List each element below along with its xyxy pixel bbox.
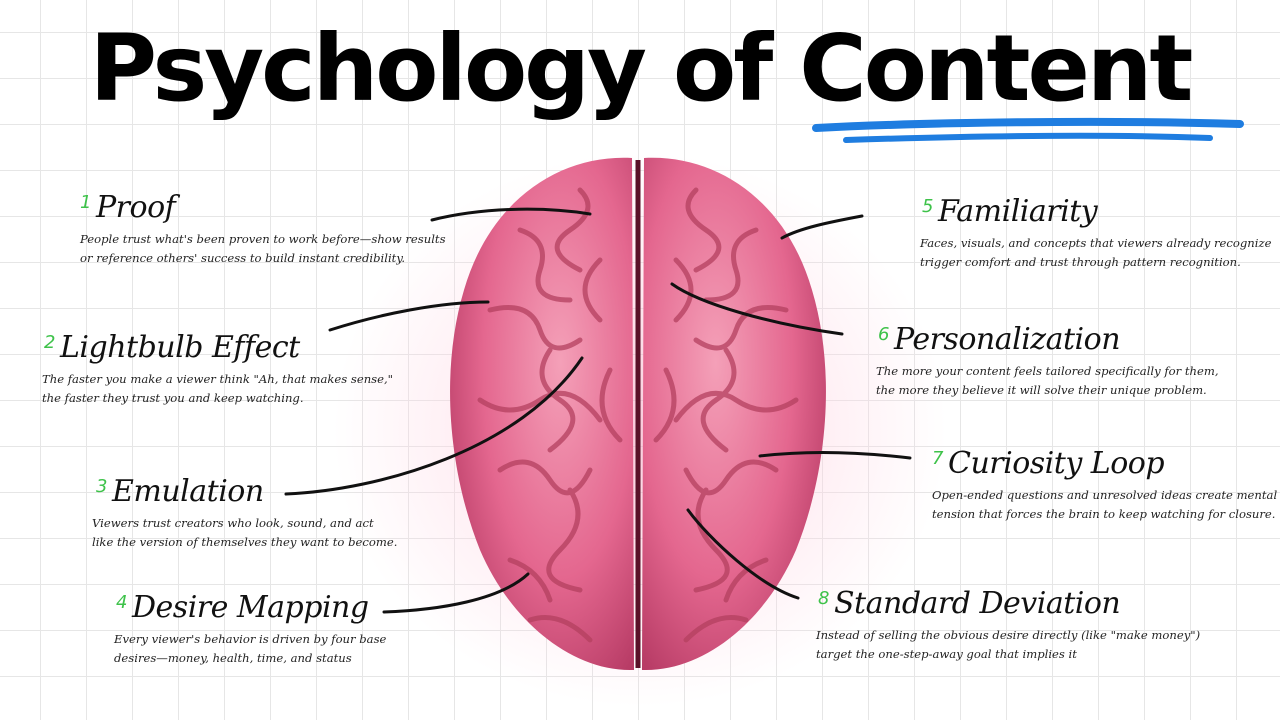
- item-description-line-2: or reference others' success to build in…: [80, 251, 406, 265]
- page-title: Psychology of Content: [89, 15, 1194, 122]
- item-description-line-1: Every viewer's behavior is driven by fou…: [114, 632, 387, 646]
- item-heading: Lightbulb Effect: [60, 330, 300, 365]
- item-number: 8: [818, 588, 830, 609]
- item-description-line-2: desires—money, health, time, and status: [114, 651, 352, 665]
- item-description-line-2: like the version of themselves they want…: [92, 535, 398, 549]
- item-familiarity: 5 Familiarity Faces, visuals, and concep…: [920, 192, 1271, 272]
- item-description-line-1: Faces, visuals, and concepts that viewer…: [920, 236, 1272, 250]
- item-description-line-1: People trust what's been proven to work …: [80, 232, 446, 246]
- item-description-line-2: tension that forces the brain to keep wa…: [932, 507, 1276, 521]
- connector-proof: [430, 207, 592, 222]
- item-heading: Emulation: [112, 474, 264, 509]
- item-description-line-1: The faster you make a viewer think "Ah, …: [42, 372, 394, 386]
- item-heading: Curiosity Loop: [948, 446, 1165, 481]
- item-number: 3: [96, 476, 108, 497]
- item-curiosity-loop: 7 Curiosity Loop Open-ended questions an…: [932, 444, 1277, 524]
- item-emulation: 3 Emulation Viewers trust creators who l…: [92, 472, 397, 552]
- item-description-line-2: the more they believe it will solve thei…: [876, 383, 1207, 397]
- item-description-line-2: the faster they trust you and keep watch…: [42, 391, 304, 405]
- title-underline: [812, 117, 1244, 143]
- item-number: 4: [116, 592, 128, 613]
- item-number: 2: [44, 332, 56, 353]
- connector-familiarity: [780, 214, 864, 240]
- item-heading: Desire Mapping: [132, 590, 369, 625]
- item-number: 7: [932, 448, 944, 469]
- connector-standard: [686, 508, 800, 600]
- item-heading: Standard Deviation: [834, 586, 1121, 621]
- item-heading: Familiarity: [938, 194, 1098, 229]
- item-description-line-1: Viewers trust creators who look, sound, …: [92, 516, 374, 530]
- item-description-line-1: The more your content feels tailored spe…: [876, 364, 1219, 378]
- connector-lightbulb: [328, 300, 490, 332]
- item-heading: Proof: [96, 190, 176, 225]
- connector-emulation: [284, 356, 584, 496]
- item-personalization: 6 Personalization The more your content …: [876, 320, 1219, 400]
- item-number: 1: [80, 192, 92, 213]
- brain-illustration: [450, 157, 826, 670]
- connector-personalization: [670, 282, 844, 336]
- item-desire-mapping: 4 Desire Mapping Every viewer's behavior…: [114, 588, 386, 668]
- connector-curiosity: [758, 450, 912, 460]
- item-description-line-1: Instead of selling the obvious desire di…: [816, 628, 1201, 642]
- connector-desire: [382, 572, 530, 614]
- item-standard-deviation: 8 Standard Deviation Instead of selling …: [816, 584, 1200, 664]
- item-description-line-2: target the one-step-away goal that impli…: [816, 647, 1077, 661]
- item-heading: Personalization: [894, 322, 1121, 357]
- item-lightbulb-effect: 2 Lightbulb Effect The faster you make a…: [42, 328, 393, 408]
- item-description-line-1: Open-ended questions and unresolved idea…: [932, 488, 1278, 502]
- item-number: 5: [922, 196, 934, 217]
- item-description-line-2: trigger comfort and trust through patter…: [920, 255, 1241, 269]
- item-number: 6: [878, 324, 890, 345]
- item-proof: 1 Proof People trust what's been proven …: [80, 188, 446, 268]
